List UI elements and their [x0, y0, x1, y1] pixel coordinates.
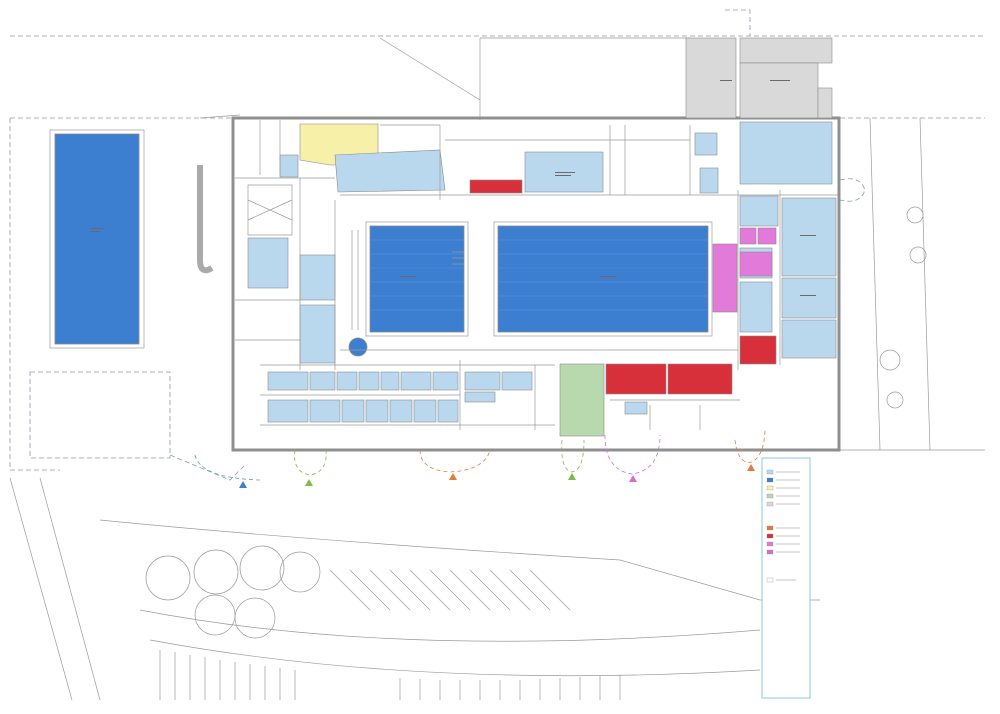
legend-swatch-yellow — [766, 485, 774, 491]
outdoor-pool — [54, 133, 140, 345]
site-linework — [9, 37, 985, 701]
parking-stripes — [159, 569, 621, 700]
spa-pool — [348, 337, 368, 357]
legend-swatch-grey — [766, 501, 774, 507]
stair-elements — [351, 230, 464, 330]
site-boundary — [9, 9, 985, 481]
indoor-pool-left — [369, 225, 465, 333]
water-slide — [197, 165, 214, 274]
zone-green-lobby — [559, 363, 605, 437]
access-paths — [194, 429, 766, 481]
landscape-circles — [145, 206, 927, 639]
building-outline — [231, 116, 841, 452]
red-zones — [469, 179, 777, 395]
indoor-pool-main — [497, 225, 709, 333]
legend-swatch-orange — [766, 525, 774, 531]
service-blocks — [685, 37, 833, 119]
room-label-marks — [90, 80, 816, 296]
legend-panel — [761, 457, 811, 699]
legend-swatch-magenta — [766, 541, 774, 547]
legend-swatch-magenta-2 — [766, 549, 774, 555]
magenta-zones — [712, 227, 777, 313]
legend-swatch-pool — [766, 477, 774, 483]
light-blue-rooms — [247, 121, 837, 423]
legend-swatch-light-blue — [766, 469, 774, 475]
legend-swatch-green — [766, 493, 774, 499]
pool-lanes — [370, 239, 708, 311]
legend-swatch-red — [766, 533, 774, 539]
internal-walls — [235, 120, 838, 430]
access-markers — [239, 464, 755, 488]
